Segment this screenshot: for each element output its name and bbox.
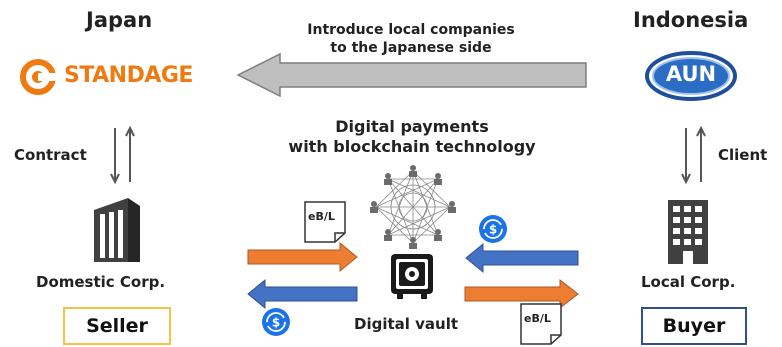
aun-logo-text: AUN [665,62,717,86]
seller-box: Seller [63,307,171,345]
document-top-label: eB/L [308,210,335,223]
introduce-label-line1: Introduce local companies [307,22,515,38]
buyer-label: Buyer [662,315,726,337]
blockchain-network-icon [370,165,456,249]
introduce-label: Introduce local companies to the Japanes… [286,21,536,57]
standage-logo-icon [20,59,56,95]
digital-vault-label: Digital vault [354,315,459,333]
aun-logo: AUN [644,50,738,102]
document-icon [304,201,346,243]
contract-label: Contract [14,146,87,164]
introduce-label-line2: to the Japanese side [330,40,492,56]
center-title: Digital payments with blockchain technol… [262,117,562,157]
client-label: Client [718,146,768,164]
document-top: eB/L [304,201,346,243]
svg-text:$: $ [272,316,280,330]
safe-icon [391,254,433,299]
center-title-line1: Digital payments [335,117,489,136]
center-title-line2: with blockchain technology [288,137,536,156]
aun-logo-icon [645,51,737,101]
building-icon [94,198,140,262]
buyer-box: Buyer [641,307,747,345]
domestic-corp-label: Domestic Corp. [36,273,166,291]
coin-icon: $ [479,215,507,243]
japan-heading: Japan [86,8,153,32]
document-bottom-label: eB/L [524,312,551,325]
standage-logo-text: STANDAGE [64,63,193,88]
document-icon [520,303,562,345]
coin-icon: $ [262,308,290,336]
local-corp-label: Local Corp. [641,273,736,291]
standage-logo: STANDAGE [20,59,220,95]
document-bottom: eB/L [520,303,562,345]
indonesia-heading: Indonesia [633,8,749,32]
svg-text:$: $ [489,223,497,237]
office-building-icon [668,200,708,264]
seller-label: Seller [86,315,148,337]
